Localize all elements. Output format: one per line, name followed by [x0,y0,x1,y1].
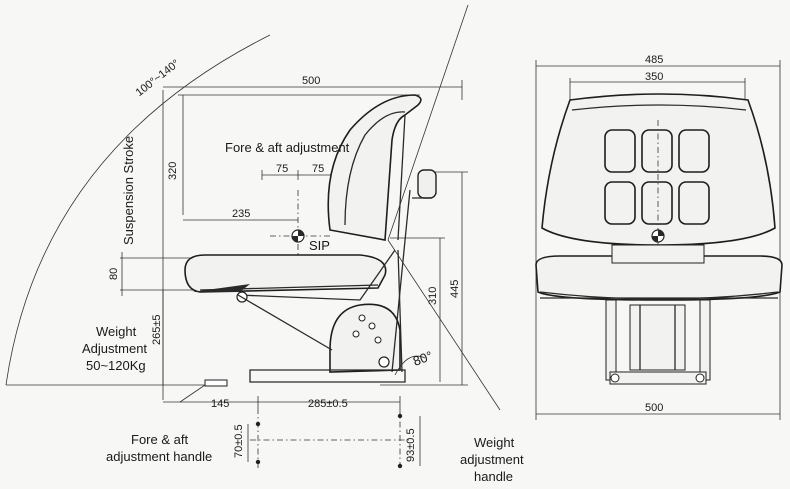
dim-80-label: 80 [108,268,120,280]
front-rail-left [605,299,617,381]
dim-285-label: 285±0.5 [308,398,348,410]
dim-235-label: 235 [232,208,250,220]
suspension-stroke-label: Suspension Stroke [121,136,136,245]
weight-handle-line1: Weight [474,435,515,450]
backrest-panels [604,129,710,225]
weight-adj-line2: Adjustment [82,341,147,356]
front-sip-marker [651,229,665,243]
fore-aft-handle-line1: Fore & aft [131,432,188,447]
side-backrest [327,94,422,241]
recline-angle-label: 100°~140° [134,58,182,99]
dim-75-left: 75 [276,163,288,175]
fore-aft-handle-line2: adjustment handle [106,449,212,464]
dim-145-label: 145 [211,398,229,410]
angle-80-label: 80° [411,348,435,369]
dim-front-500-label: 500 [645,402,663,414]
dim-75-right: 75 [312,163,324,175]
front-mount [611,244,705,264]
front-suspension [629,304,686,371]
front-base [609,371,707,385]
dim-445-label: 445 [449,280,461,298]
dim-310-label: 310 [427,287,439,305]
weight-handle-line2: adjustment [460,452,524,467]
dim-350-label: 350 [645,71,663,83]
side-base-rail [249,369,406,383]
side-seat-cushion [184,254,387,293]
backrest-angle-line [387,4,469,241]
front-rail-right [699,299,711,381]
backrest-angle-line-2 [387,239,501,411]
sip-marker [291,229,305,243]
weight-adj-line3: 50~120Kg [86,358,146,373]
dim-485-label: 485 [645,54,663,66]
fore-aft-handle-grip [204,379,228,387]
backrest-handle [417,169,437,199]
weight-handle-line3: handle [474,469,513,484]
recline-arc [5,34,271,386]
dim-320-label: 320 [167,162,179,180]
sip-label: SIP [309,238,330,253]
dim-93-label: 93±0.5 [405,428,417,462]
linkage [237,249,396,301]
fore-aft-label: Fore & aft adjustment [225,140,350,155]
dim-265-label: 265±5 [151,314,163,345]
dim-500-label: 500 [302,75,320,87]
dim-70-label: 70±0.5 [233,424,245,458]
weight-adj-line1: Weight [96,324,137,339]
